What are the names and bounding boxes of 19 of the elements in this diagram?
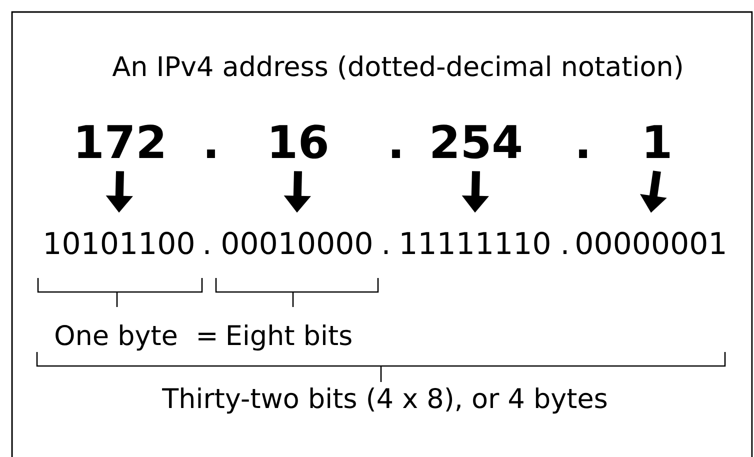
decimal-octet: 254: [432, 124, 521, 159]
caption-text: Eight bits: [228, 324, 352, 351]
caption-text: One byte: [56, 324, 176, 351]
caption-text: =: [198, 332, 216, 340]
separator-dot: .: [563, 250, 567, 254]
decimal-octet: 1: [646, 125, 670, 158]
separator-dot: .: [384, 250, 388, 254]
separator-dot: .: [207, 150, 215, 158]
binary-octet: 00000001: [576, 232, 725, 254]
binary-octet: 11111110: [402, 232, 550, 254]
separator-dot: .: [205, 250, 209, 254]
title: An IPv4 address (dotted-decimal notation): [112, 55, 682, 80]
caption-text: Thirty-two bits (4 x 8), or 4 bytes: [162, 387, 607, 414]
separator-dot: .: [392, 150, 400, 158]
separator-dot: .: [579, 150, 587, 158]
binary-octet: 10101100: [46, 232, 194, 254]
decimal-octet: 16: [272, 124, 327, 159]
decimal-octet: 172: [78, 124, 164, 158]
binary-octet: 00010000: [222, 232, 372, 254]
